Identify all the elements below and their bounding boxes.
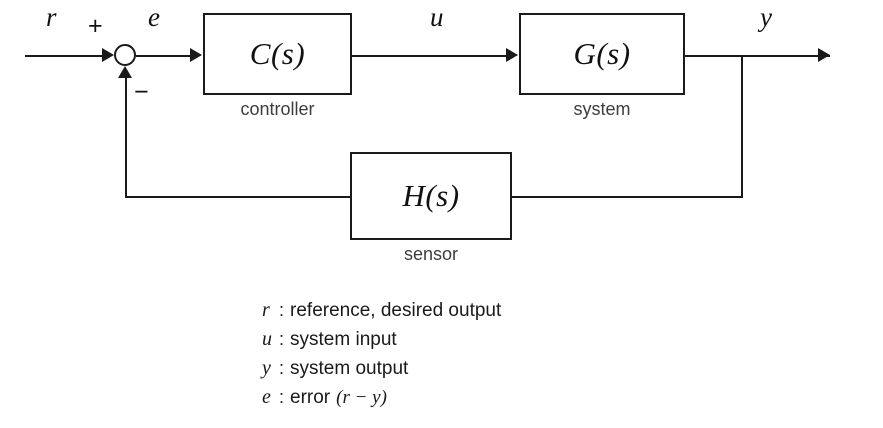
- system-transfer-function: G(s): [573, 36, 631, 71]
- error-wire: [136, 55, 191, 57]
- output-wire: [685, 55, 830, 57]
- controller-caption: controller: [240, 99, 315, 119]
- legend-separator: :: [279, 300, 285, 320]
- feedback-return-vertical-wire: [125, 78, 127, 198]
- feedback-wire-left: [125, 196, 352, 198]
- signal-label-output: y: [760, 2, 772, 32]
- summing-junction-plus-sign: +: [88, 12, 103, 40]
- summing-junction: [114, 44, 136, 66]
- legend-row: r : reference, desired output: [262, 299, 501, 328]
- feedback-takeoff-vertical-wire: [741, 55, 743, 198]
- legend-row: u : system input: [262, 328, 501, 357]
- summing-junction-minus-sign: −: [134, 78, 149, 106]
- legend-separator: :: [279, 387, 285, 407]
- legend-variable: y: [262, 357, 271, 379]
- signal-label-control-input: u: [430, 2, 444, 32]
- sensor-block: H(s): [350, 152, 512, 240]
- output-arrowhead: [818, 48, 830, 62]
- feedback-wire-right: [512, 196, 743, 198]
- legend-description: system input: [290, 329, 397, 350]
- legend-separator: :: [279, 329, 285, 349]
- legend-variable: e: [262, 386, 271, 408]
- error-arrowhead: [190, 48, 202, 62]
- controller-block: C(s): [203, 13, 352, 95]
- system-caption: system: [573, 99, 631, 119]
- sensor-caption: sensor: [403, 244, 459, 264]
- legend-row: e : error (r − y): [262, 386, 501, 415]
- legend-description: reference, desired output: [290, 300, 502, 321]
- control-input-wire: [352, 55, 507, 57]
- system-block: G(s): [519, 13, 685, 95]
- signal-label-reference: r: [46, 2, 57, 32]
- legend-expression: (r − y): [336, 387, 387, 408]
- feedback-arrowhead: [118, 66, 132, 78]
- controller-transfer-function: C(s): [249, 36, 306, 71]
- legend-variable: u: [262, 328, 272, 350]
- reference-input-wire: [25, 55, 103, 57]
- legend-separator: :: [279, 358, 285, 378]
- control-input-arrowhead: [506, 48, 518, 62]
- legend-variable: r: [262, 299, 270, 321]
- legend: r : reference, desired output u : system…: [262, 299, 501, 415]
- legend-row: y : system output: [262, 357, 501, 386]
- legend-description: system output: [290, 358, 409, 379]
- sensor-transfer-function: H(s): [402, 178, 460, 213]
- reference-input-arrowhead: [102, 48, 114, 62]
- legend-description: error: [290, 387, 331, 408]
- signal-label-error: e: [148, 2, 160, 32]
